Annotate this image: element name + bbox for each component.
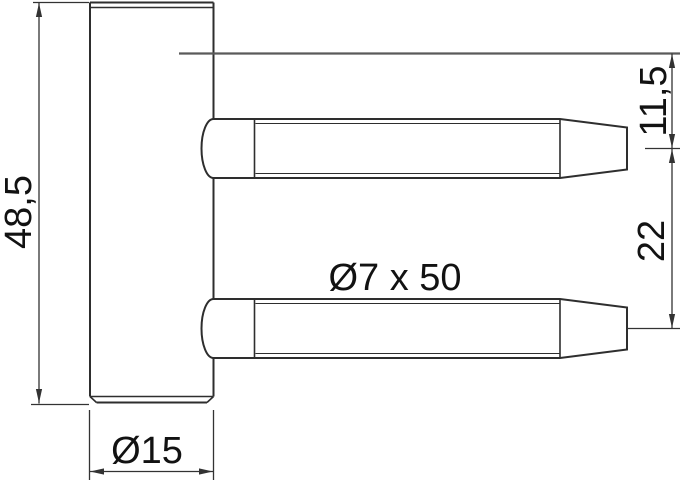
dimension-body-diameter: Ø15 [88, 410, 215, 480]
body-outline [89, 1, 215, 404]
arrow-up-icon [668, 149, 676, 163]
body-edge-lines [89, 6, 215, 404]
pin-upper [200, 118, 628, 179]
overall-height-lines [31, 1, 89, 406]
pin-spec-label: Ø7 x 50 [328, 257, 461, 299]
arrow-up-icon [668, 54, 676, 68]
pin-upper-outline [200, 118, 628, 179]
arrow-right-icon [199, 468, 213, 475]
dimension-pin-offsets: 11,5 22 [627, 53, 680, 330]
arrow-up-icon [35, 3, 43, 17]
pin-lower-outline [200, 298, 628, 359]
pin-lower-cap-joint [253, 299, 561, 358]
arrow-down-icon [668, 314, 676, 328]
pin-upper-cap-joint [253, 119, 561, 178]
pin-offset-lines [627, 53, 680, 330]
overall-height-label: 48,5 [0, 175, 40, 249]
body [89, 1, 215, 404]
arrow-down-icon [35, 389, 43, 403]
pin-lower-shaft-lines [255, 302, 560, 355]
arrow-down-icon [668, 134, 676, 148]
pin-upper-shaft-lines [255, 122, 560, 175]
pin-spacing-label: 22 [631, 220, 673, 262]
arrow-left-icon [90, 468, 104, 475]
body-diameter-label: Ø15 [111, 430, 183, 472]
body-diameter-lines [88, 410, 215, 480]
pin-lower [200, 298, 628, 359]
pin1-offset-label: 11,5 [633, 65, 675, 136]
dimension-overall-height: 48,5 [0, 1, 89, 406]
